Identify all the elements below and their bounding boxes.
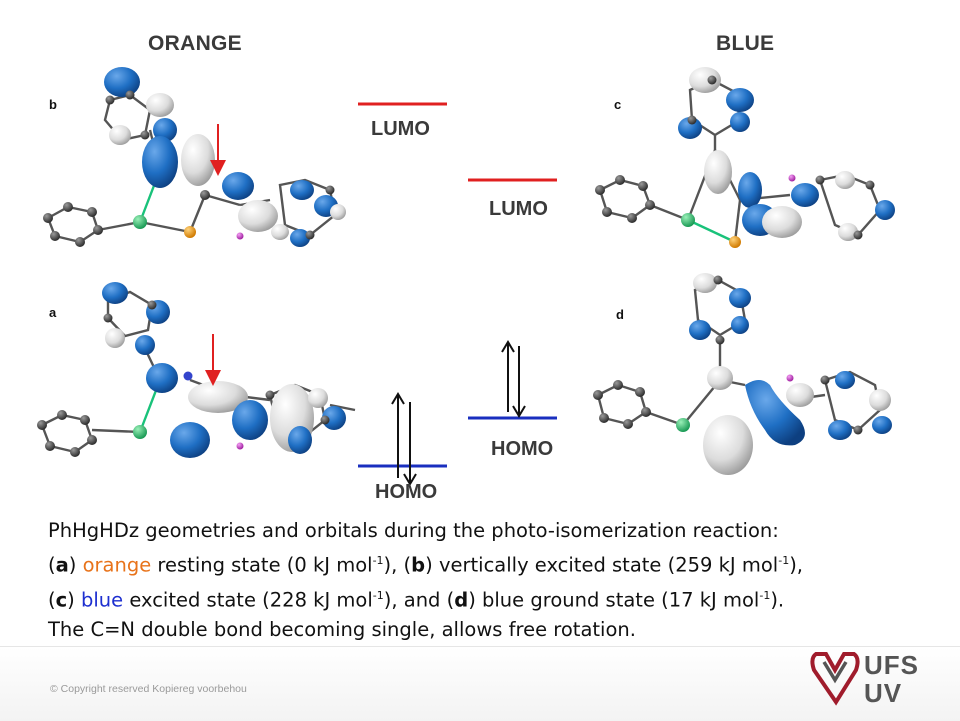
blue-word: blue: [80, 588, 124, 611]
caption-line-1: PhHgHDz geometries and orbitals during t…: [48, 519, 779, 542]
logo-text-ufs: UFS: [864, 650, 919, 680]
label-d: d: [454, 588, 469, 611]
caption-line-4: The C=N double bond becoming single, all…: [48, 618, 636, 641]
blue-lumo-label: LUMO: [489, 198, 548, 220]
footer-bar: [0, 646, 960, 721]
orange-homo-label: HOMO: [375, 481, 438, 503]
copyright-notice: © Copyright reserved Kopiereg voorbehou: [50, 683, 247, 695]
blue-header: BLUE: [716, 32, 775, 55]
label-a: a: [55, 553, 69, 577]
panel-label-d: d: [616, 307, 624, 322]
molecule-a: [37, 282, 356, 458]
orange-header: ORANGE: [148, 32, 242, 55]
caption-line-2: (a) orange resting state (0 kJ mol-1), (…: [48, 553, 804, 577]
ufs-logo: UFS UV: [810, 648, 940, 710]
blue-homo-label: HOMO: [491, 438, 554, 460]
orange-word: orange: [82, 553, 152, 577]
panel-label-b: b: [49, 97, 57, 112]
orange-homo-electrons: [391, 392, 417, 486]
molecule-b: [43, 67, 346, 247]
label-c: c: [55, 588, 68, 611]
blue-homo-electrons: [501, 340, 526, 418]
caption-line-3: (c) blue excited state (228 kJ mol-1), a…: [48, 588, 785, 611]
panel-label-c: c: [614, 97, 622, 112]
logo-text-uv: UV: [864, 678, 903, 708]
ufs-emblem-icon: [810, 652, 860, 706]
orbital-diagram: [37, 67, 895, 486]
figure-caption: PhHgHDz geometries and orbitals during t…: [48, 516, 928, 645]
molecule-c: [595, 67, 895, 248]
molecule-d: [593, 273, 892, 475]
panel-label-a: a: [49, 305, 57, 320]
label-b: b: [411, 553, 426, 577]
orange-lumo-label: LUMO: [371, 118, 430, 140]
